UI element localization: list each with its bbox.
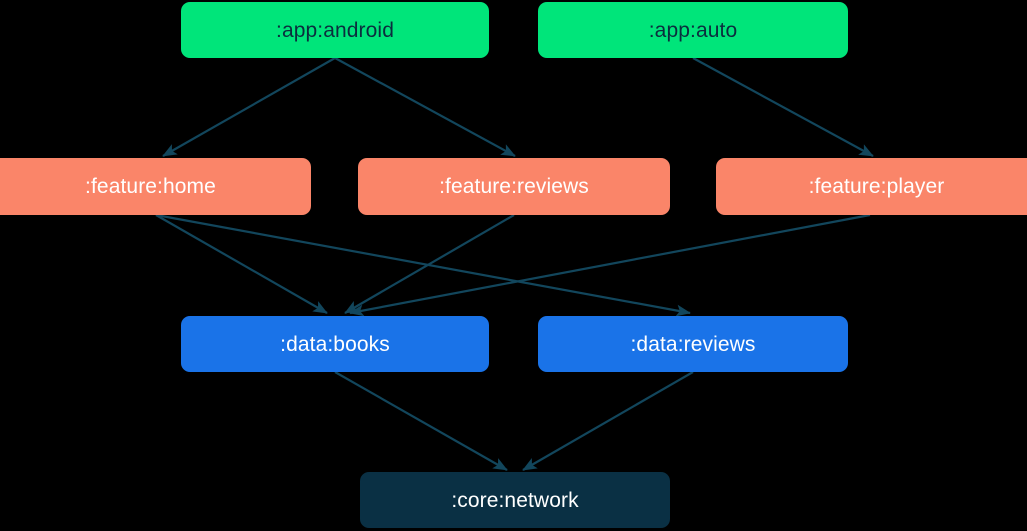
graph-node-label: :feature:player — [808, 175, 945, 198]
graph-edge-data-reviews-to-core-network — [522, 371, 694, 471]
graph-edges — [155, 57, 874, 471]
graph-node-feature-reviews[interactable]: :feature:reviews — [358, 158, 670, 215]
graph-node-app-auto[interactable]: :app:auto — [538, 2, 848, 58]
graph-edge-feature-home-to-data-reviews — [155, 213, 691, 317]
graph-node-data-reviews[interactable]: :data:reviews — [538, 316, 848, 372]
graph-edge-data-books-to-core-network — [334, 371, 508, 471]
graph-node-data-books[interactable]: :data:books — [181, 316, 489, 372]
graph-node-label: :core:network — [451, 488, 579, 512]
graph-node-label: :app:android — [276, 18, 394, 42]
graph-node-feature-player[interactable]: :feature:player — [716, 158, 1027, 215]
graph-node-label: :feature:home — [85, 175, 216, 198]
graph-node-feature-home[interactable]: :feature:home — [0, 158, 311, 215]
graph-node-label: :app:auto — [648, 18, 738, 42]
graph-edge-app-android-to-feature-home — [162, 57, 336, 157]
graph-node-label: :data:books — [280, 332, 390, 356]
graph-edge-app-android-to-feature-reviews — [334, 57, 516, 157]
graph-node-app-android[interactable]: :app:android — [181, 2, 489, 58]
graph-edge-feature-home-to-data-books — [155, 214, 328, 314]
graph-edge-feature-reviews-to-data-books — [344, 214, 515, 314]
graph-node-label: :data:reviews — [630, 332, 756, 356]
graph-node-label: :feature:reviews — [439, 175, 589, 198]
graph-node-core-network[interactable]: :core:network — [360, 472, 670, 528]
graph-edge-feature-player-to-data-books — [349, 213, 871, 317]
graph-edge-app-auto-to-feature-player — [692, 57, 874, 157]
